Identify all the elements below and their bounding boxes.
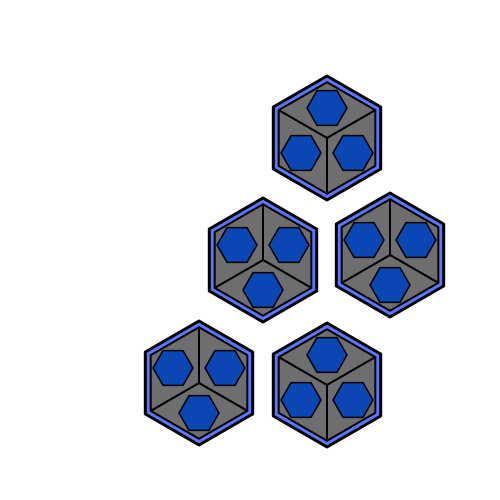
hex-tile-middle-left	[207, 196, 319, 324]
inner-hexagon	[395, 221, 437, 259]
inner-hexagon	[178, 394, 220, 432]
inner-hexagon	[280, 381, 322, 419]
inner-hexagon	[332, 381, 374, 419]
inner-hexagon	[216, 226, 258, 264]
hex-tile-bottom-right	[271, 321, 383, 449]
inner-hexagon	[343, 221, 385, 259]
inner-hexagon	[332, 134, 374, 172]
inner-hexagon	[204, 349, 246, 387]
inner-hexagon	[369, 266, 411, 304]
hex-tile-bottom-left	[143, 319, 255, 447]
inner-hexagon	[306, 336, 348, 374]
inner-hexagon	[242, 271, 284, 309]
inner-hexagon	[268, 226, 310, 264]
hex-tile-middle-right	[334, 191, 446, 319]
hex-tiles-group	[143, 74, 446, 449]
inner-hexagon	[306, 89, 348, 127]
inner-hexagon	[152, 349, 194, 387]
hex-tile-top	[271, 74, 383, 202]
inner-hexagon	[280, 134, 322, 172]
